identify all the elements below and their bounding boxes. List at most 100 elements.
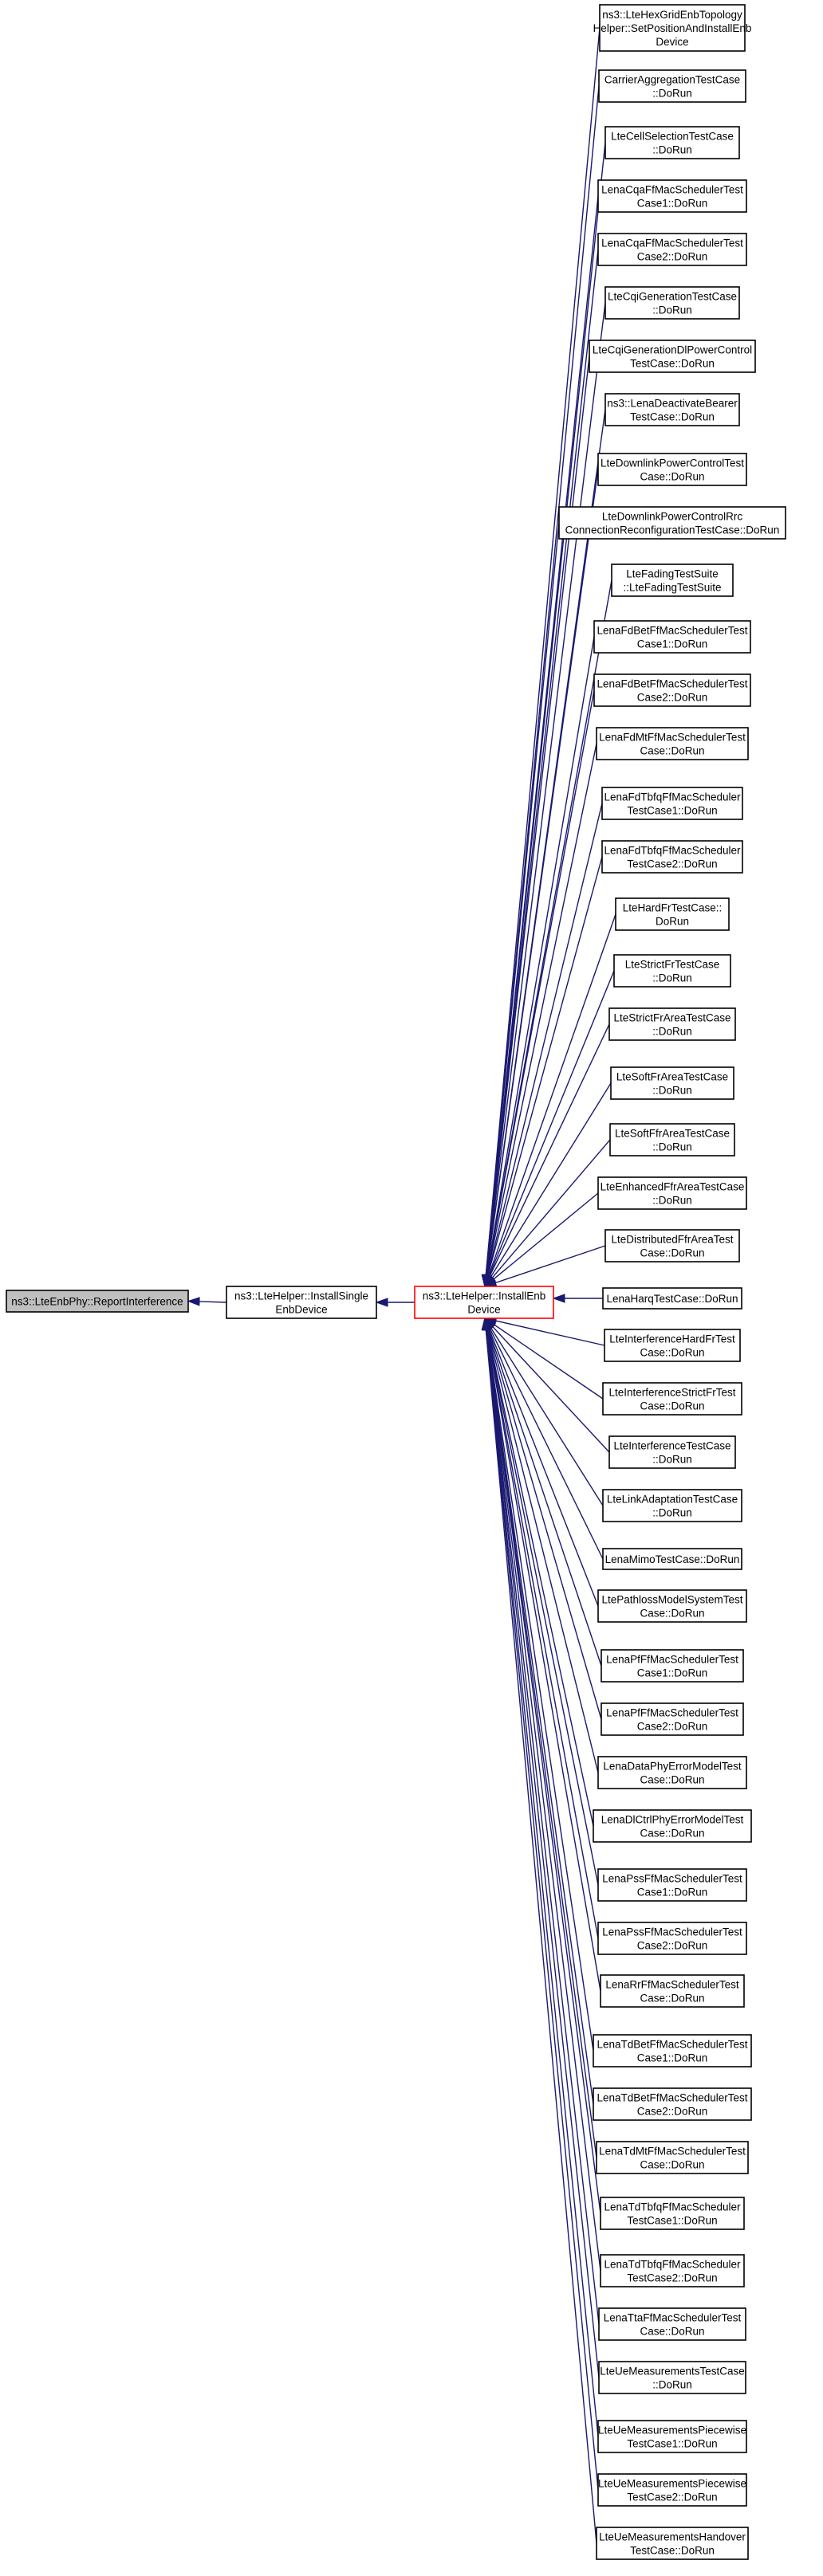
- node-lteuemeasurementspiecewisetestcase1-dorun[interactable]: LteUeMeasurementsPiecewiseTestCase1::DoR…: [597, 2420, 747, 2453]
- node-ltelinkadaptationtestcase-dorun[interactable]: LteLinkAdaptationTestCase::DoRun: [602, 1489, 742, 1522]
- node-label-line: Case2::DoRun: [637, 1721, 708, 1733]
- node-ltecellselectiontestcase-dorun[interactable]: LteCellSelectionTestCase::DoRun: [604, 126, 740, 159]
- node-label-line: LteEnhancedFfrAreaTestCase: [601, 1181, 745, 1193]
- node-ltedownlinkpowercontrolrrcconnectionreconfigurationtestcase-dorun[interactable]: LteDownlinkPowerControlRrcConnectionReco…: [558, 506, 786, 540]
- node-box: [597, 2473, 747, 2507]
- node-label-line: Case2::DoRun: [637, 251, 708, 263]
- node-lteuemeasurementspiecewisetestcase2-dorun[interactable]: LteUeMeasurementsPiecewiseTestCase2::DoR…: [597, 2473, 747, 2507]
- node-lteinterferencetestcase-dorun[interactable]: LteInterferenceTestCase::DoRun: [608, 1435, 736, 1469]
- node-box: [414, 1286, 554, 1319]
- node-box: [597, 1589, 747, 1623]
- node-report-interference[interactable]: ns3::LteEnbPhy::ReportInterference: [6, 1290, 189, 1313]
- node-box: [601, 840, 743, 874]
- node-box: [558, 506, 786, 540]
- node-label-line: Case2::DoRun: [637, 1940, 708, 1952]
- node-box: [602, 1548, 742, 1570]
- node-label-line: ns3::LenaDeactivateBearer: [607, 398, 738, 410]
- node-ltehardfrtestcase-dorun[interactable]: LteHardFrTestCase::DoRun: [615, 897, 730, 931]
- node-label-line: TestCase1::DoRun: [627, 2215, 717, 2227]
- node-label-line: ConnectionReconfigurationTestCase::DoRun: [565, 524, 780, 536]
- node-label-line: Device: [656, 36, 688, 48]
- node-label-line: ::DoRun: [652, 88, 692, 100]
- node-label-line: TestCase::DoRun: [630, 411, 715, 423]
- node-ltesoftffrareatestcase-dorun[interactable]: LteSoftFfrAreaTestCase::DoRun: [609, 1123, 735, 1156]
- node-label-line: LenaRrFfMacSchedulerTest: [605, 1979, 739, 1991]
- node-box: [6, 1290, 189, 1313]
- node-lenamimotestcase-dorun[interactable]: LenaMimoTestCase::DoRun: [602, 1548, 742, 1570]
- node-label-line: ns3::LteHelper::InstallSingle: [234, 1290, 368, 1302]
- edge-caller-1: [481, 85, 600, 1288]
- node-box: [597, 1922, 747, 1955]
- node-box: [593, 2087, 752, 2121]
- node-label-line: LenaFdMtFfMacSchedulerTest: [599, 732, 746, 744]
- node-box: [599, 4, 746, 52]
- node-label-line: LenaCqaFfMacSchedulerTest: [601, 238, 743, 249]
- node-label-line: ::DoRun: [652, 1085, 692, 1097]
- node-box: [602, 1489, 742, 1522]
- edge-caller-22: [483, 1245, 606, 1287]
- node-lteuemeasurementstestcase-dorun[interactable]: LteUeMeasurementsTestCase::DoRun: [598, 2361, 746, 2394]
- node-label-line: LteLinkAdaptationTestCase: [607, 1494, 738, 1506]
- node-lteenhancedffrareatestcase-dorun[interactable]: LteEnhancedFfrAreaTestCase::DoRun: [597, 1176, 747, 1210]
- node-box: [600, 1974, 745, 2008]
- node-box: [608, 1435, 736, 1469]
- node-box: [597, 233, 747, 266]
- node-box: [597, 1756, 747, 1789]
- node-label-line: LteCqiGenerationDlPowerControl: [593, 344, 752, 356]
- node-label-line: LenaTdTbfqFfMacScheduler: [604, 2201, 741, 2213]
- node-label-line: LteDistributedFfrAreaTest: [611, 1234, 733, 1246]
- node-ns3-ltehexgridenbtopologyhelper-setpositionandinstallenbdevice[interactable]: ns3::LteHexGridEnbTopologyHelper::SetPos…: [593, 4, 752, 52]
- node-label-line: Case::DoRun: [640, 1828, 704, 1840]
- node-box: [593, 1809, 752, 1843]
- node-ltestrictfrtestcase-dorun[interactable]: LteStrictFrTestCase::DoRun: [613, 954, 731, 988]
- node-ltefadingtestsuite-ltefadingtestsuite[interactable]: LteFadingTestSuite::LteFadingTestSuite: [611, 564, 734, 597]
- node-label-line: LteDownlinkPowerControlTest: [601, 457, 744, 469]
- node-ltestrictfrareatestcase-dorun[interactable]: LteStrictFrAreaTestCase::DoRun: [608, 1007, 736, 1041]
- node-carrieraggregationtestcase-dorun[interactable]: CarrierAggregationTestCase::DoRun: [598, 69, 746, 103]
- node-ltecqigenerationtestcase-dorun[interactable]: LteCqiGenerationTestCase::DoRun: [604, 286, 740, 320]
- node-box: [604, 286, 740, 320]
- node-label-line: ns3::LteHexGridEnbTopology: [602, 9, 742, 21]
- node-label-line: LteSoftFrAreaTestCase: [616, 1071, 728, 1083]
- edge-caller-20: [484, 1139, 611, 1288]
- node-lenaharqtestcase-dorun[interactable]: LenaHarqTestCase::DoRun: [602, 1287, 742, 1310]
- node-ltesoftfrareatestcase-dorun[interactable]: LteSoftFrAreaTestCase::DoRun: [610, 1066, 734, 1100]
- node-label-line: Case::DoRun: [640, 1993, 704, 2005]
- node-box: [602, 1287, 742, 1310]
- node-label-line: LenaHarqTestCase::DoRun: [606, 1293, 738, 1305]
- node-label-line: LteDownlinkPowerControlRrc: [602, 511, 743, 523]
- node-label-line: LenaTdMtFfMacSchedulerTest: [599, 2146, 746, 2158]
- node-ltecqigenerationdlpowercontroltestcase-dorun[interactable]: LteCqiGenerationDlPowerControlTestCase::…: [589, 340, 756, 373]
- node-box: [598, 2307, 746, 2341]
